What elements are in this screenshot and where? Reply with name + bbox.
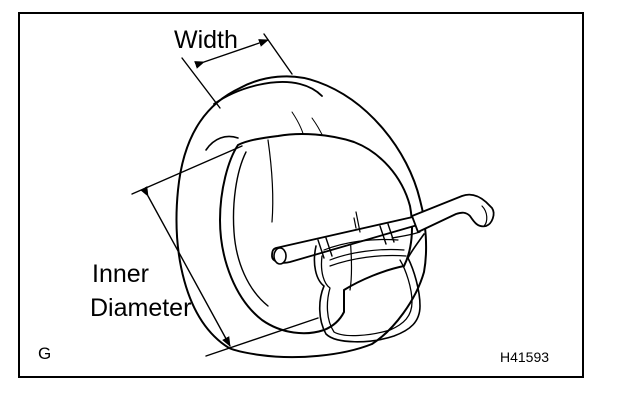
inner-diameter-extension-top <box>131 145 243 195</box>
gauge-clamp <box>313 233 425 343</box>
inner-diameter-extension-bottom <box>205 317 319 357</box>
tire-tread-edge <box>213 81 323 105</box>
view-letter-label: G <box>38 344 52 363</box>
gauge-handle <box>411 193 495 233</box>
width-dimension-arrow <box>194 39 269 69</box>
inner-diameter-label-line1: Inner <box>92 260 149 288</box>
gauge-bar-end <box>273 247 287 265</box>
figure-code-label: H41593 <box>500 349 550 365</box>
inner-diameter-label-line2: Diameter <box>90 294 192 322</box>
inner-diameter-dimension-arrow <box>140 186 231 347</box>
width-extension-left <box>181 57 221 109</box>
tire-sidewall-rim <box>205 135 239 151</box>
width-label: Width <box>174 26 238 54</box>
